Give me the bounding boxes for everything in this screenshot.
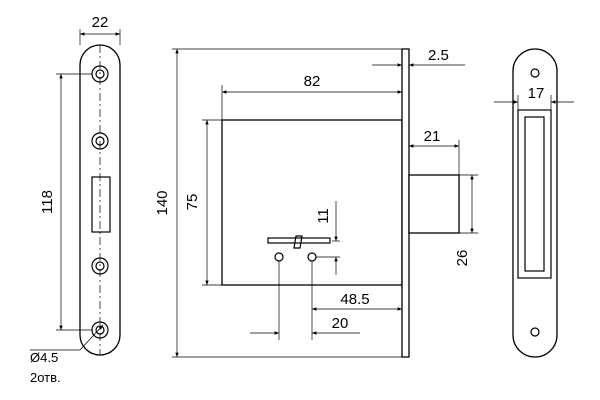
hole-count-label: 2отв. xyxy=(30,370,61,385)
bolt-height-label: 26 xyxy=(454,250,471,267)
hole-spacing-label: 20 xyxy=(332,315,349,332)
strike-screw-hole-bottom xyxy=(530,327,540,337)
strike-opening xyxy=(524,116,545,272)
strike-inner-frame xyxy=(517,109,552,279)
hole-to-face-label: 48.5 xyxy=(340,291,369,308)
bolt xyxy=(408,174,460,234)
faceplate-side xyxy=(401,48,410,358)
strike-screw-hole-top xyxy=(530,68,540,78)
lock-body xyxy=(221,119,403,286)
strike-width-label: 17 xyxy=(528,85,545,102)
bolt-slot xyxy=(91,176,111,233)
screw-hole xyxy=(91,132,109,150)
width-dimension-label: 22 xyxy=(92,14,109,31)
body-height-label: 75 xyxy=(184,194,201,211)
key-offset-label: 11 xyxy=(315,208,332,224)
hole-leader-line xyxy=(79,324,104,351)
height-dimension-label: 140 xyxy=(154,190,171,215)
front-faceplate-view: 22 118 Ø4.5 2отв. xyxy=(30,14,121,385)
backset-label: 82 xyxy=(304,73,321,90)
strike-plate-view: 17 xyxy=(494,48,574,358)
hole-diameter-label: Ø4.5 xyxy=(30,350,58,365)
thickness-label: 2.5 xyxy=(428,47,449,64)
strike-plate-outline xyxy=(512,48,558,358)
screw-spacing-label: 118 xyxy=(39,190,56,214)
throw-label: 21 xyxy=(424,128,441,145)
screw-hole xyxy=(91,257,109,275)
side-view: 140 75 82 2.5 21 26 11 48.5 xyxy=(154,47,478,358)
